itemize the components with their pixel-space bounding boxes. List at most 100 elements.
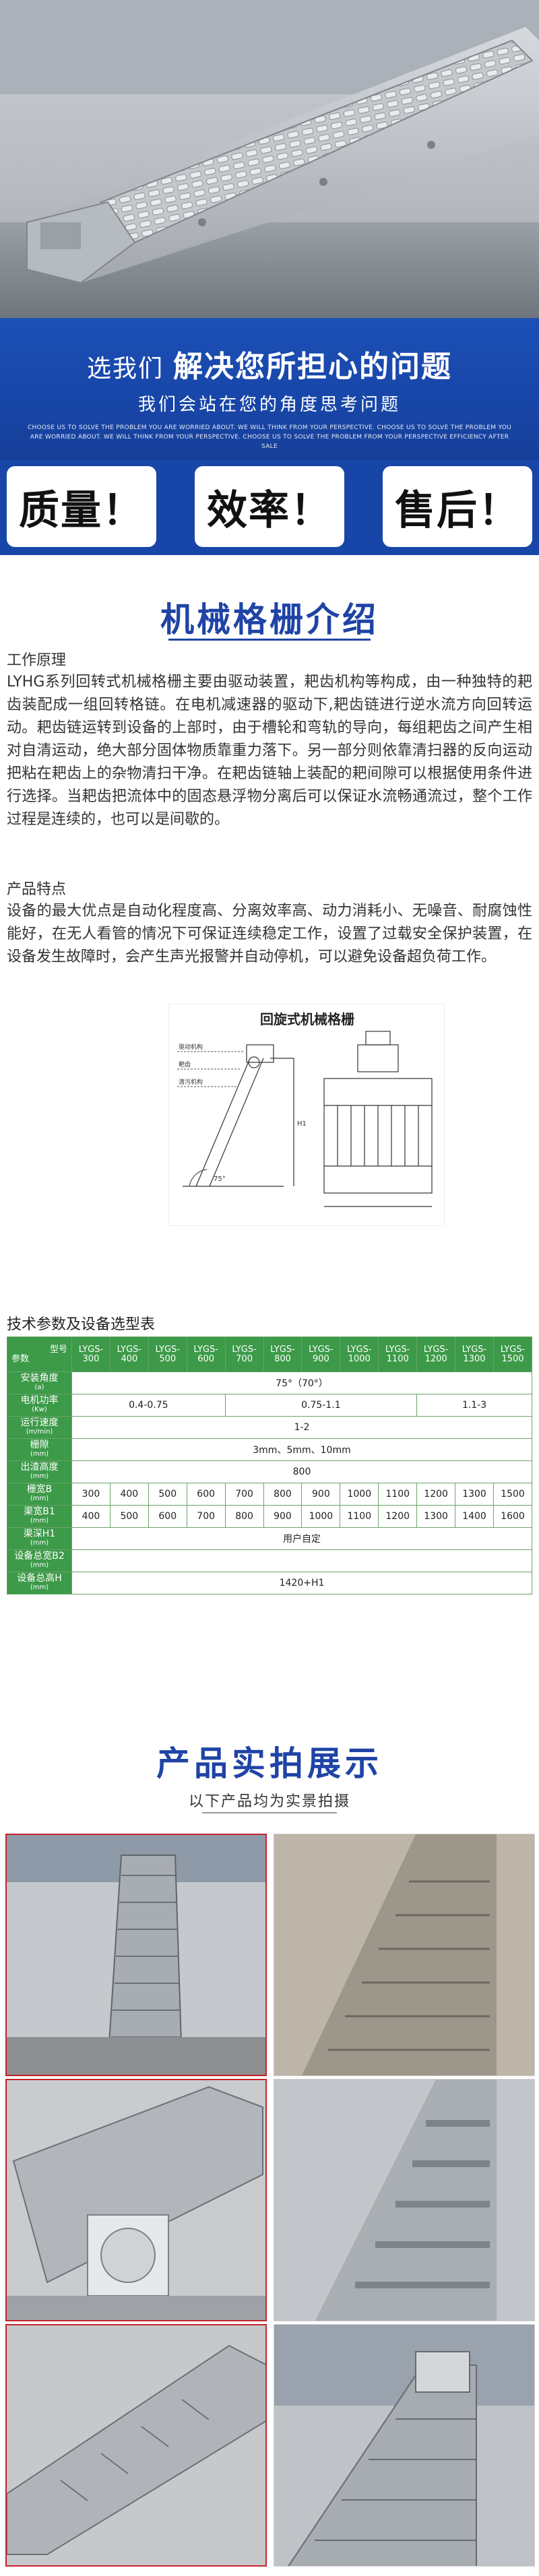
spec-row-label: 栅宽B(mm) — [7, 1483, 72, 1506]
spec-cell: 500 — [109, 1505, 149, 1528]
spec-row-label: 出渣高度(mm) — [7, 1460, 72, 1483]
badge-efficiency: 效率！ — [195, 466, 344, 547]
spec-cell: 1100 — [378, 1483, 418, 1506]
spec-model-header: LYGS-700 — [224, 1337, 264, 1372]
spec-cell: 400 — [109, 1483, 149, 1506]
spec-corner-cell: 型号参数 — [7, 1337, 72, 1372]
spec-cell: 1200 — [416, 1483, 456, 1506]
spec-row-label-text: 设备总宽B2 — [14, 1551, 65, 1561]
spec-row-label: 栅隙(mm) — [7, 1438, 72, 1461]
spec-row-unit: (mm) — [30, 1561, 49, 1569]
spec-cell: 1600 — [493, 1505, 533, 1528]
banner-lead: 选我们 — [86, 355, 164, 383]
spec-row-unit: (mm) — [30, 1450, 49, 1458]
spec-model-header: LYGS-300 — [71, 1337, 110, 1372]
spec-cell: 900 — [263, 1505, 303, 1528]
banner-headline-text: 解决您所担心的问题 — [173, 350, 452, 384]
spec-row-unit: (m/min) — [26, 1428, 53, 1436]
badge-after-sales: 售后！ — [383, 466, 532, 547]
gallery-photo-1 — [5, 1834, 267, 2076]
spec-row-unit: (Kw) — [32, 1406, 47, 1413]
spec-row-label-text: 渠深H1 — [23, 1528, 56, 1539]
spec-cell: 1420+H1 — [71, 1572, 532, 1595]
spec-row-label: 设备总宽B2(mm) — [7, 1549, 72, 1572]
spec-row-label-text: 渠宽B1 — [24, 1506, 55, 1517]
badge-quality: 质量！ — [7, 466, 156, 547]
spec-row-label-text: 电机功率 — [20, 1395, 59, 1406]
spec-cell: 800 — [263, 1483, 303, 1506]
spec-model-header: LYGS-1300 — [455, 1337, 494, 1372]
spec-row-label-text: 安装角度 — [20, 1373, 59, 1384]
spec-cell: 1200 — [378, 1505, 418, 1528]
spec-row: 渠深H1(mm)用户自定 — [7, 1527, 532, 1550]
spec-model-header: LYGS-1500 — [493, 1337, 533, 1372]
label-h1: H1 — [297, 1120, 307, 1128]
principle-heading: 工作原理 — [7, 652, 67, 669]
spec-row-unit: (mm) — [30, 1495, 49, 1502]
spec-row-label-text: 运行速度 — [20, 1417, 59, 1428]
drawing-title: 回旋式机械格栅 — [260, 1011, 354, 1027]
spec-cell: 600 — [148, 1505, 187, 1528]
spec-cell: 0.75-1.1 — [224, 1394, 418, 1417]
gallery-photo-1-image — [7, 1835, 265, 2075]
spec-row: 安装角度(a)75°（70°） — [7, 1372, 532, 1394]
spec-row-unit: (mm) — [30, 1473, 49, 1480]
intro-title: 机械格栅介绍 — [160, 600, 379, 639]
spec-row-unit: (mm) — [30, 1539, 49, 1547]
features-text: 设备的最大优点是自动化程度高、分离效率高、动力消耗小、无噪音、耐腐蚀性能好，在无… — [7, 903, 532, 965]
spec-cell: 800 — [71, 1460, 532, 1483]
spec-cell: 1300 — [455, 1483, 494, 1506]
drawing-svg: 驱动机构 耙齿 清污机构 75° H1 — [177, 1031, 433, 1207]
spec-row-label-text: 栅宽B — [26, 1484, 53, 1495]
spec-cell: 1300 — [416, 1505, 456, 1528]
badge-efficiency-label: 效率！ — [207, 486, 332, 534]
hero-photo — [0, 0, 539, 318]
gallery-photo-5-image — [7, 2325, 265, 2565]
spec-row-unit: (mm) — [30, 1517, 49, 1524]
spec-model-header: LYGS-500 — [148, 1337, 187, 1372]
banner-subline: 我们会站在您的角度思考问题 — [137, 395, 401, 415]
gallery-photo-5 — [5, 2324, 267, 2567]
spec-model-header: LYGS-800 — [263, 1337, 303, 1372]
spec-cell: 1100 — [340, 1505, 379, 1528]
spec-cell: 300 — [71, 1483, 110, 1506]
corner-top: 型号 — [49, 1344, 67, 1355]
gallery-photo-6-image — [274, 2325, 534, 2566]
spec-cell: 1500 — [493, 1483, 533, 1506]
spec-cell: 1000 — [301, 1505, 341, 1528]
spec-model-header: LYGS-1000 — [340, 1337, 379, 1372]
spec-cell: 用户自定 — [71, 1527, 532, 1550]
spec-row-label: 运行速度(m/min) — [7, 1416, 72, 1439]
spec-cell: 900 — [301, 1483, 341, 1506]
spec-row: 设备总宽B2(mm) — [7, 1549, 532, 1572]
spec-caption: 技术参数及设备选型表 — [7, 1316, 156, 1333]
spec-cell: 400 — [71, 1505, 110, 1528]
spec-row-label-text: 出渣高度 — [20, 1462, 59, 1473]
spec-row-unit: (mm) — [30, 1584, 49, 1591]
spec-row-label: 渠宽B1(mm) — [7, 1505, 72, 1528]
label-teeth: 耙齿 — [179, 1061, 191, 1068]
spec-model-header: LYGS-1100 — [378, 1337, 418, 1372]
gallery-photo-6 — [274, 2324, 535, 2567]
spec-row: 运行速度(m/min)1-2 — [7, 1416, 532, 1439]
spec-cell: 0.4-0.75 — [71, 1394, 226, 1417]
hero-machine-illustration — [0, 0, 539, 318]
banner-headline: 选我们解决您所担心的问题 — [0, 342, 539, 385]
banner-fine-print: CHOOSE US TO SOLVE THE PROBLEM YOU ARE W… — [27, 424, 512, 450]
spec-row-label: 渠深H1(mm) — [7, 1527, 72, 1550]
promo-banner: 选我们解决您所担心的问题 我们会站在您的角度思考问题 CHOOSE US TO … — [0, 318, 539, 461]
gallery-photo-4 — [274, 2079, 535, 2321]
intro-title-rule — [168, 639, 371, 641]
label-drive: 驱动机构 — [179, 1043, 203, 1051]
gallery-photo-2 — [274, 1834, 535, 2076]
corner-bottom: 参数 — [11, 1353, 30, 1364]
gallery-photo-3-image — [7, 2080, 265, 2320]
gallery-rule — [202, 1812, 337, 1813]
spec-cell: 1.1-3 — [416, 1394, 532, 1417]
spec-row-unit: (a) — [34, 1384, 44, 1391]
